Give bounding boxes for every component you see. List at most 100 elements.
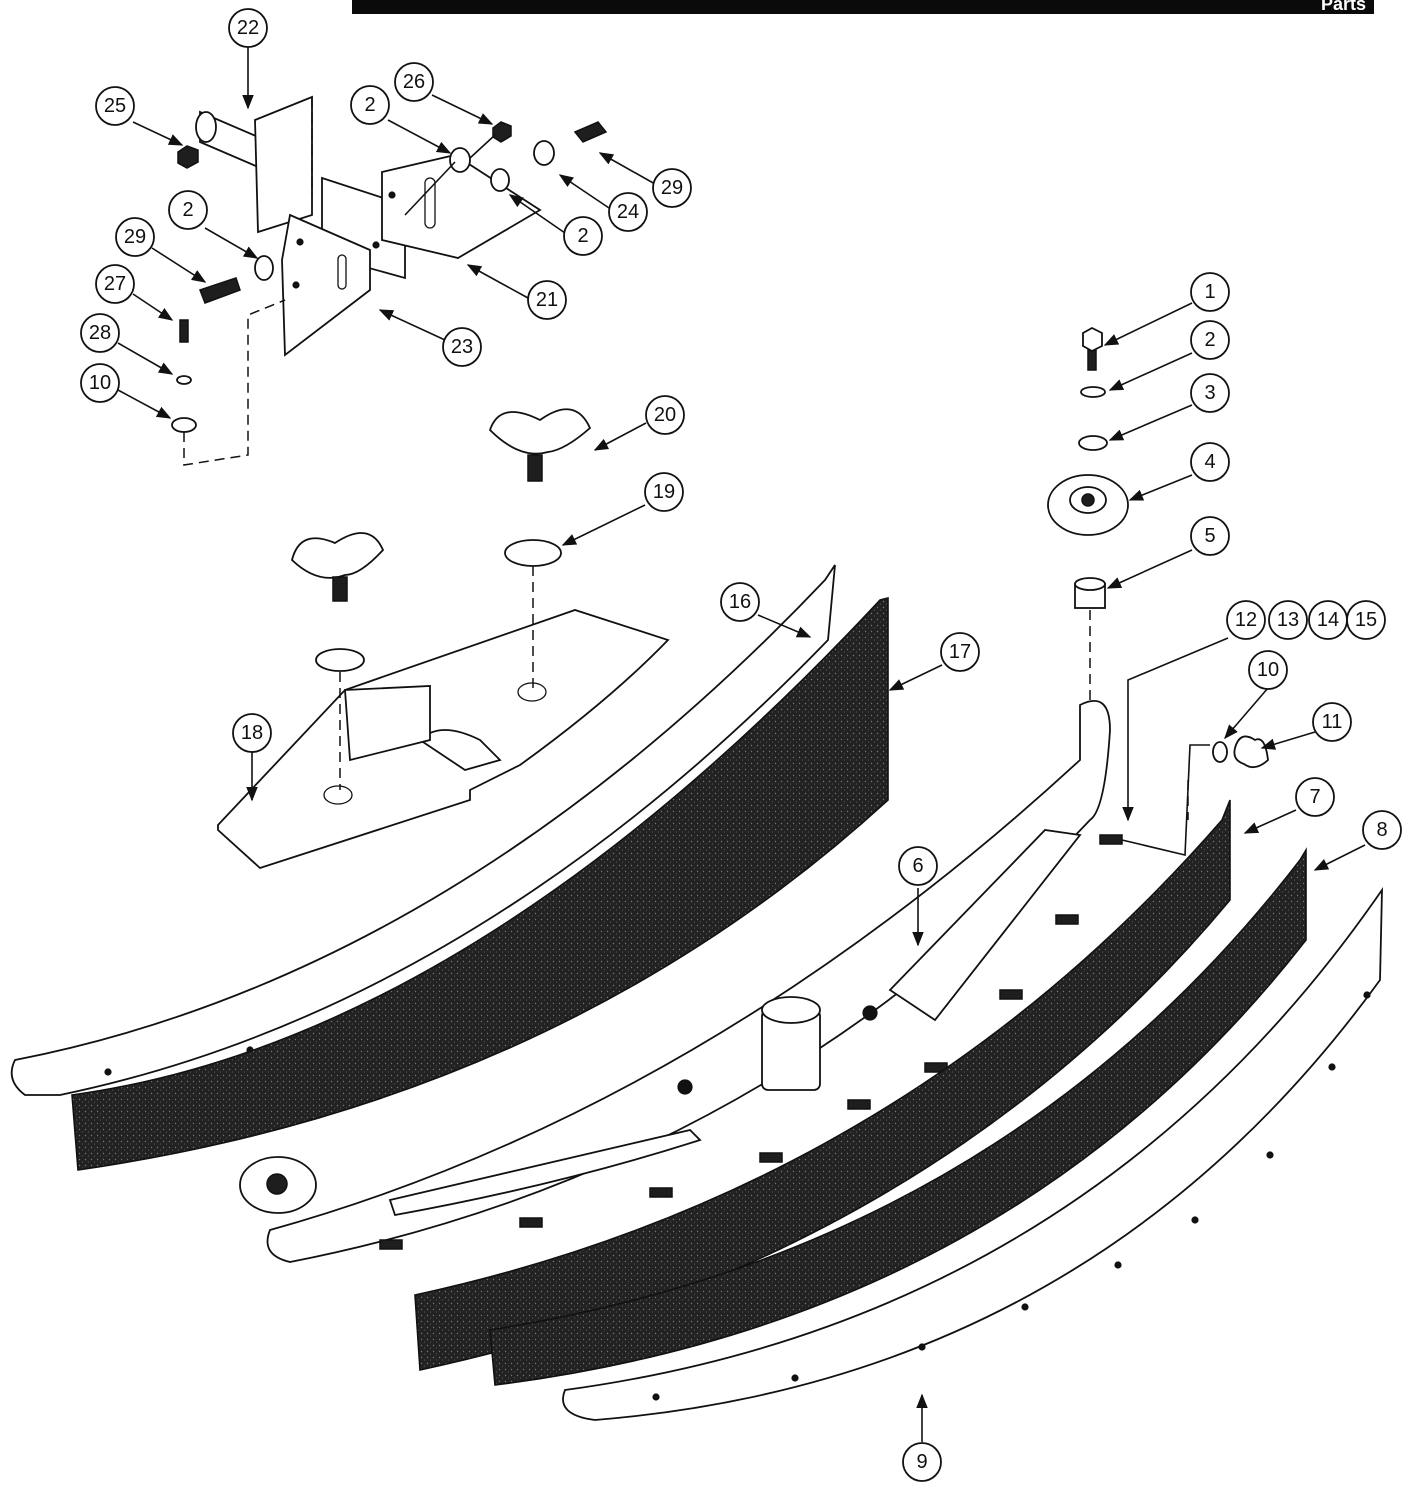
brush-17 (71, 596, 889, 1171)
leader-line (558, 174, 613, 211)
pivot-pin-end (195, 111, 217, 143)
stud (847, 1099, 871, 1110)
bracket-assembly (171, 95, 608, 466)
brush-strip-17 (71, 596, 889, 1171)
callout-21: 21 (527, 280, 567, 320)
bracket-hole (372, 241, 380, 249)
shoe-hole (1191, 1216, 1199, 1224)
callout-label: 13 (1277, 609, 1299, 631)
arm-6 (266, 700, 1111, 1263)
callout-24: 24 (608, 192, 648, 232)
callout-1: 1 (1190, 272, 1230, 312)
callout-label: 12 (1235, 609, 1257, 631)
callout-25: 25 (95, 86, 135, 126)
washer (315, 648, 365, 672)
callout-label: 2 (1204, 329, 1215, 351)
callout-label: 2 (577, 225, 588, 247)
callout-label: 17 (949, 641, 971, 663)
washer-10 (171, 417, 197, 433)
page-title: Parts (1320, 0, 1366, 14)
callout-5: 5 (1190, 516, 1230, 556)
leader-line (508, 194, 566, 234)
callout-label: 29 (124, 226, 146, 248)
leader-line (1108, 404, 1193, 441)
stud (999, 989, 1023, 1000)
leader-line (1243, 809, 1297, 834)
header-bar: Parts (352, 0, 1374, 14)
leader-line (378, 309, 446, 341)
callout-label: 11 (1322, 711, 1343, 733)
leader-line (132, 293, 174, 321)
callout-13: 13 (1268, 600, 1308, 640)
arm-assembly (239, 700, 1210, 1263)
callout-label: 10 (1257, 659, 1279, 681)
arm-hole (862, 1005, 878, 1021)
callout-label: 8 (1376, 819, 1387, 841)
curved-shoe-9 (562, 887, 1383, 1421)
callout-label: 14 (1317, 609, 1339, 631)
callout-label: 19 (653, 481, 675, 503)
shoe-hole (1021, 1303, 1029, 1311)
callout-23: 23 (442, 327, 482, 367)
callout-8: 8 (1362, 810, 1402, 850)
callout-label: 1 (1204, 281, 1215, 303)
callout-label: 15 (1355, 609, 1377, 631)
wheel-4-axle (1081, 493, 1095, 507)
hex-nut-26 (492, 121, 512, 143)
leader-line (1128, 474, 1193, 501)
callout-28: 28 (80, 313, 120, 353)
leader-line (1313, 844, 1366, 871)
callout-label: 20 (654, 404, 676, 426)
leader-line (1224, 687, 1269, 740)
plate-flange (344, 685, 431, 762)
leader-line (132, 121, 184, 146)
leader-line (1106, 549, 1193, 589)
callout-label: 28 (89, 322, 111, 344)
callout-29: 29 (115, 217, 155, 257)
callout-label: 7 (1309, 786, 1320, 808)
angle-bracket-21 (381, 154, 542, 259)
callout-10: 10 (80, 363, 120, 403)
hex-nut-25 (177, 145, 199, 169)
washer-2 (1080, 386, 1106, 398)
stud (519, 1217, 543, 1228)
callout-15: 15 (1346, 600, 1386, 640)
bolt-1-head (1082, 326, 1103, 353)
callout-label: 10 (89, 372, 111, 394)
callout-17: 17 (940, 632, 980, 672)
washer-10 (1212, 741, 1228, 763)
arm-post-top (761, 996, 821, 1024)
stud (1099, 834, 1123, 845)
leader-line (117, 342, 174, 375)
callout-label: 22 (237, 17, 259, 39)
leader-line (1103, 302, 1193, 346)
leader-line (561, 504, 646, 546)
arm-slot (888, 829, 1082, 1022)
callout-label: 4 (1204, 451, 1215, 473)
callout-label: 9 (916, 1451, 927, 1473)
plate-hole (517, 682, 547, 702)
callout-11: 11 (1312, 702, 1352, 742)
leader-line (593, 422, 647, 451)
bracket-hole (296, 238, 304, 246)
assembly-line (1121, 744, 1210, 857)
callout-label: 3 (1204, 382, 1215, 404)
callout-label: 29 (661, 177, 683, 199)
leader-line (888, 664, 943, 691)
arm-hole (677, 1079, 693, 1095)
callout-27: 27 (95, 264, 135, 304)
callout-12: 12 (1226, 600, 1266, 640)
callout-19: 19 (644, 472, 684, 512)
spacer-3 (1078, 435, 1108, 451)
bracket-slot (337, 254, 347, 290)
washer-24 (533, 140, 555, 166)
washer (254, 255, 274, 281)
leader-line (757, 614, 812, 638)
callout-26: 26 (394, 62, 434, 102)
shoe-hole (1114, 1261, 1122, 1269)
stud (759, 1152, 783, 1163)
callout-16: 16 (720, 582, 760, 622)
bolt-27 (179, 319, 189, 343)
washer (490, 168, 510, 192)
callout-2: 2 (350, 85, 390, 125)
